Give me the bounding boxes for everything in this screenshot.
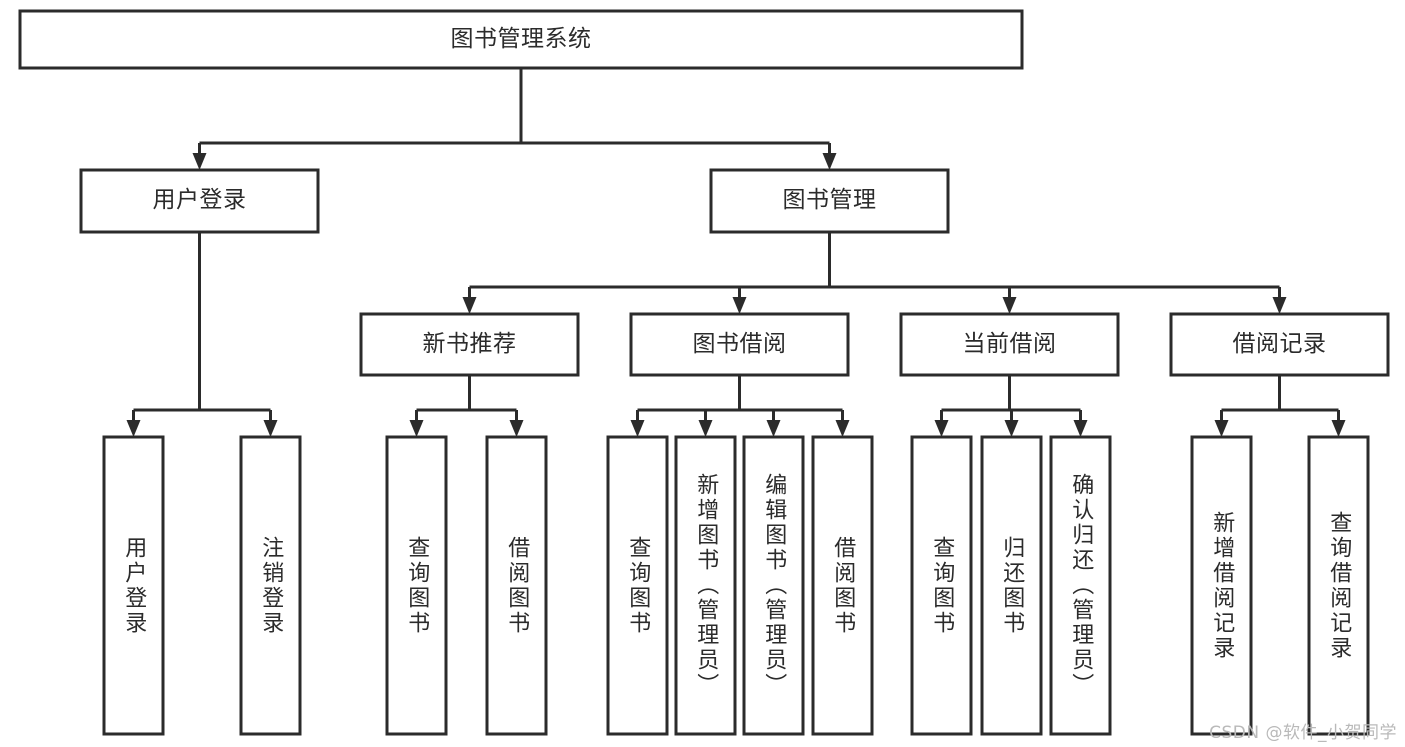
node-box-root[interactable]: [18, 9, 1024, 70]
node-box-leaf-borrow-book[interactable]: [811, 435, 874, 736]
arrow-head-icon: [126, 420, 141, 437]
node-box-leaf-query-book-borrow[interactable]: [606, 435, 669, 736]
arrow-head-icon: [766, 420, 781, 437]
arrow-head-icon: [1331, 420, 1346, 437]
node-box-leaf-borrow-book-rec[interactable]: [485, 435, 548, 736]
arrow-head-icon: [1272, 297, 1287, 314]
node-box-user-login[interactable]: [79, 168, 320, 234]
arrow-head-icon: [409, 420, 424, 437]
node-box-leaf-user-logout[interactable]: [239, 435, 302, 736]
node-box-book-borrow[interactable]: [629, 312, 850, 377]
node-box-borrow-record[interactable]: [1169, 312, 1390, 377]
arrow-head-icon: [462, 297, 477, 314]
node-box-book-manage[interactable]: [709, 168, 950, 234]
node-box-leaf-query-book-rec[interactable]: [385, 435, 448, 736]
arrow-head-icon: [1214, 420, 1229, 437]
arrow-head-icon: [1002, 297, 1017, 314]
node-box-layer: [18, 9, 1390, 736]
arrow-head-icon: [822, 153, 837, 170]
arrow-head-icon: [934, 420, 949, 437]
node-box-leaf-query-record[interactable]: [1307, 435, 1370, 736]
watermark-text: CSDN @软件_小贺同学: [1209, 723, 1397, 743]
arrow-head-icon: [192, 153, 207, 170]
arrow-head-icon: [263, 420, 278, 437]
arrow-head-icon: [732, 297, 747, 314]
node-box-leaf-edit-book[interactable]: [742, 435, 805, 736]
arrow-head-icon: [835, 420, 850, 437]
node-box-new-book-rec[interactable]: [359, 312, 580, 377]
arrow-head-icon: [630, 420, 645, 437]
node-box-leaf-add-book[interactable]: [674, 435, 737, 736]
node-box-leaf-query-book-current[interactable]: [910, 435, 973, 736]
node-box-leaf-confirm-return[interactable]: [1049, 435, 1112, 736]
arrow-head-icon: [698, 420, 713, 437]
connector-layer: [126, 68, 1346, 437]
node-box-current-borrow[interactable]: [899, 312, 1120, 377]
node-box-leaf-user-login[interactable]: [102, 435, 165, 736]
arrow-head-icon: [1004, 420, 1019, 437]
node-box-leaf-add-record[interactable]: [1190, 435, 1253, 736]
arrow-head-icon: [509, 420, 524, 437]
arrow-head-icon: [1073, 420, 1088, 437]
node-box-leaf-return-book[interactable]: [980, 435, 1043, 736]
